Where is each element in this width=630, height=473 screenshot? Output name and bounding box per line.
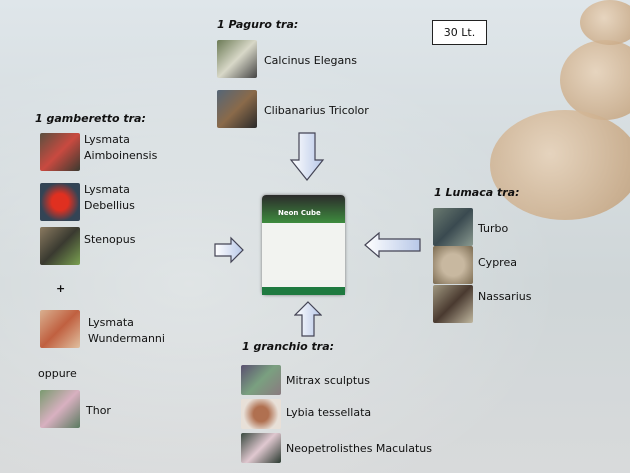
paguro-item: Clibanarius Tricolor: [264, 104, 369, 117]
gamberetto-item: Debellius: [84, 199, 135, 212]
rock: [580, 0, 630, 45]
gamberetto-item: Aimboinensis: [84, 149, 158, 162]
thor-photo: [40, 390, 80, 428]
lybia-photo: [241, 399, 281, 429]
gamberetto-item: Stenopus: [84, 233, 136, 246]
tank-top: [262, 195, 345, 223]
tank-label: Neon Cube: [278, 209, 321, 217]
granchio-header: 1 granchio tra:: [242, 340, 335, 353]
lumaca-header: 1 Lumaca tra:: [434, 186, 520, 199]
granchio-item: Mitrax sculptus: [286, 374, 370, 387]
paguro-header: 1 Paguro tra:: [217, 18, 299, 31]
neopetrolisthes-photo: [241, 433, 281, 463]
tank-base: [262, 287, 345, 295]
gamberetto-header: 1 gamberetto tra:: [35, 112, 146, 125]
arrow-left-icon: [364, 232, 421, 258]
paguro-item: Calcinus Elegans: [264, 54, 357, 67]
wundermanni-photo: [40, 310, 80, 348]
debellius-photo: [40, 183, 80, 221]
nassarius-photo: [433, 285, 473, 323]
aimboinensis-photo: [40, 133, 80, 171]
arrow-up-icon: [294, 301, 322, 337]
cyprea-photo: [433, 246, 473, 284]
capacity-label: 30 Lt.: [432, 20, 487, 45]
lumaca-item: Nassarius: [478, 290, 532, 303]
rock: [490, 110, 630, 220]
gamberetto-extra: Lysmata: [88, 316, 134, 329]
rock: [560, 40, 630, 120]
calcinus-photo: [217, 40, 257, 78]
arrow-down-icon: [289, 132, 325, 181]
aquarium-image: Neon Cube: [262, 195, 345, 295]
granchio-item: Lybia tessellata: [286, 406, 372, 419]
plus-sign: +: [56, 282, 66, 295]
thor-label: Thor: [86, 404, 111, 417]
gamberetto-item: Lysmata: [84, 183, 130, 196]
granchio-item: Neopetrolisthes Maculatus: [286, 442, 432, 455]
mitrax-photo: [241, 365, 281, 395]
turbo-photo: [433, 208, 473, 246]
gamberetto-item: Lysmata: [84, 133, 130, 146]
lumaca-item: Cyprea: [478, 256, 517, 269]
gamberetto-extra: Wundermanni: [88, 332, 165, 345]
stenopus-photo: [40, 227, 80, 265]
oppure-label: oppure: [38, 367, 77, 380]
lumaca-item: Turbo: [478, 222, 509, 235]
clibanarius-photo: [217, 90, 257, 128]
arrow-right-icon: [214, 236, 244, 264]
